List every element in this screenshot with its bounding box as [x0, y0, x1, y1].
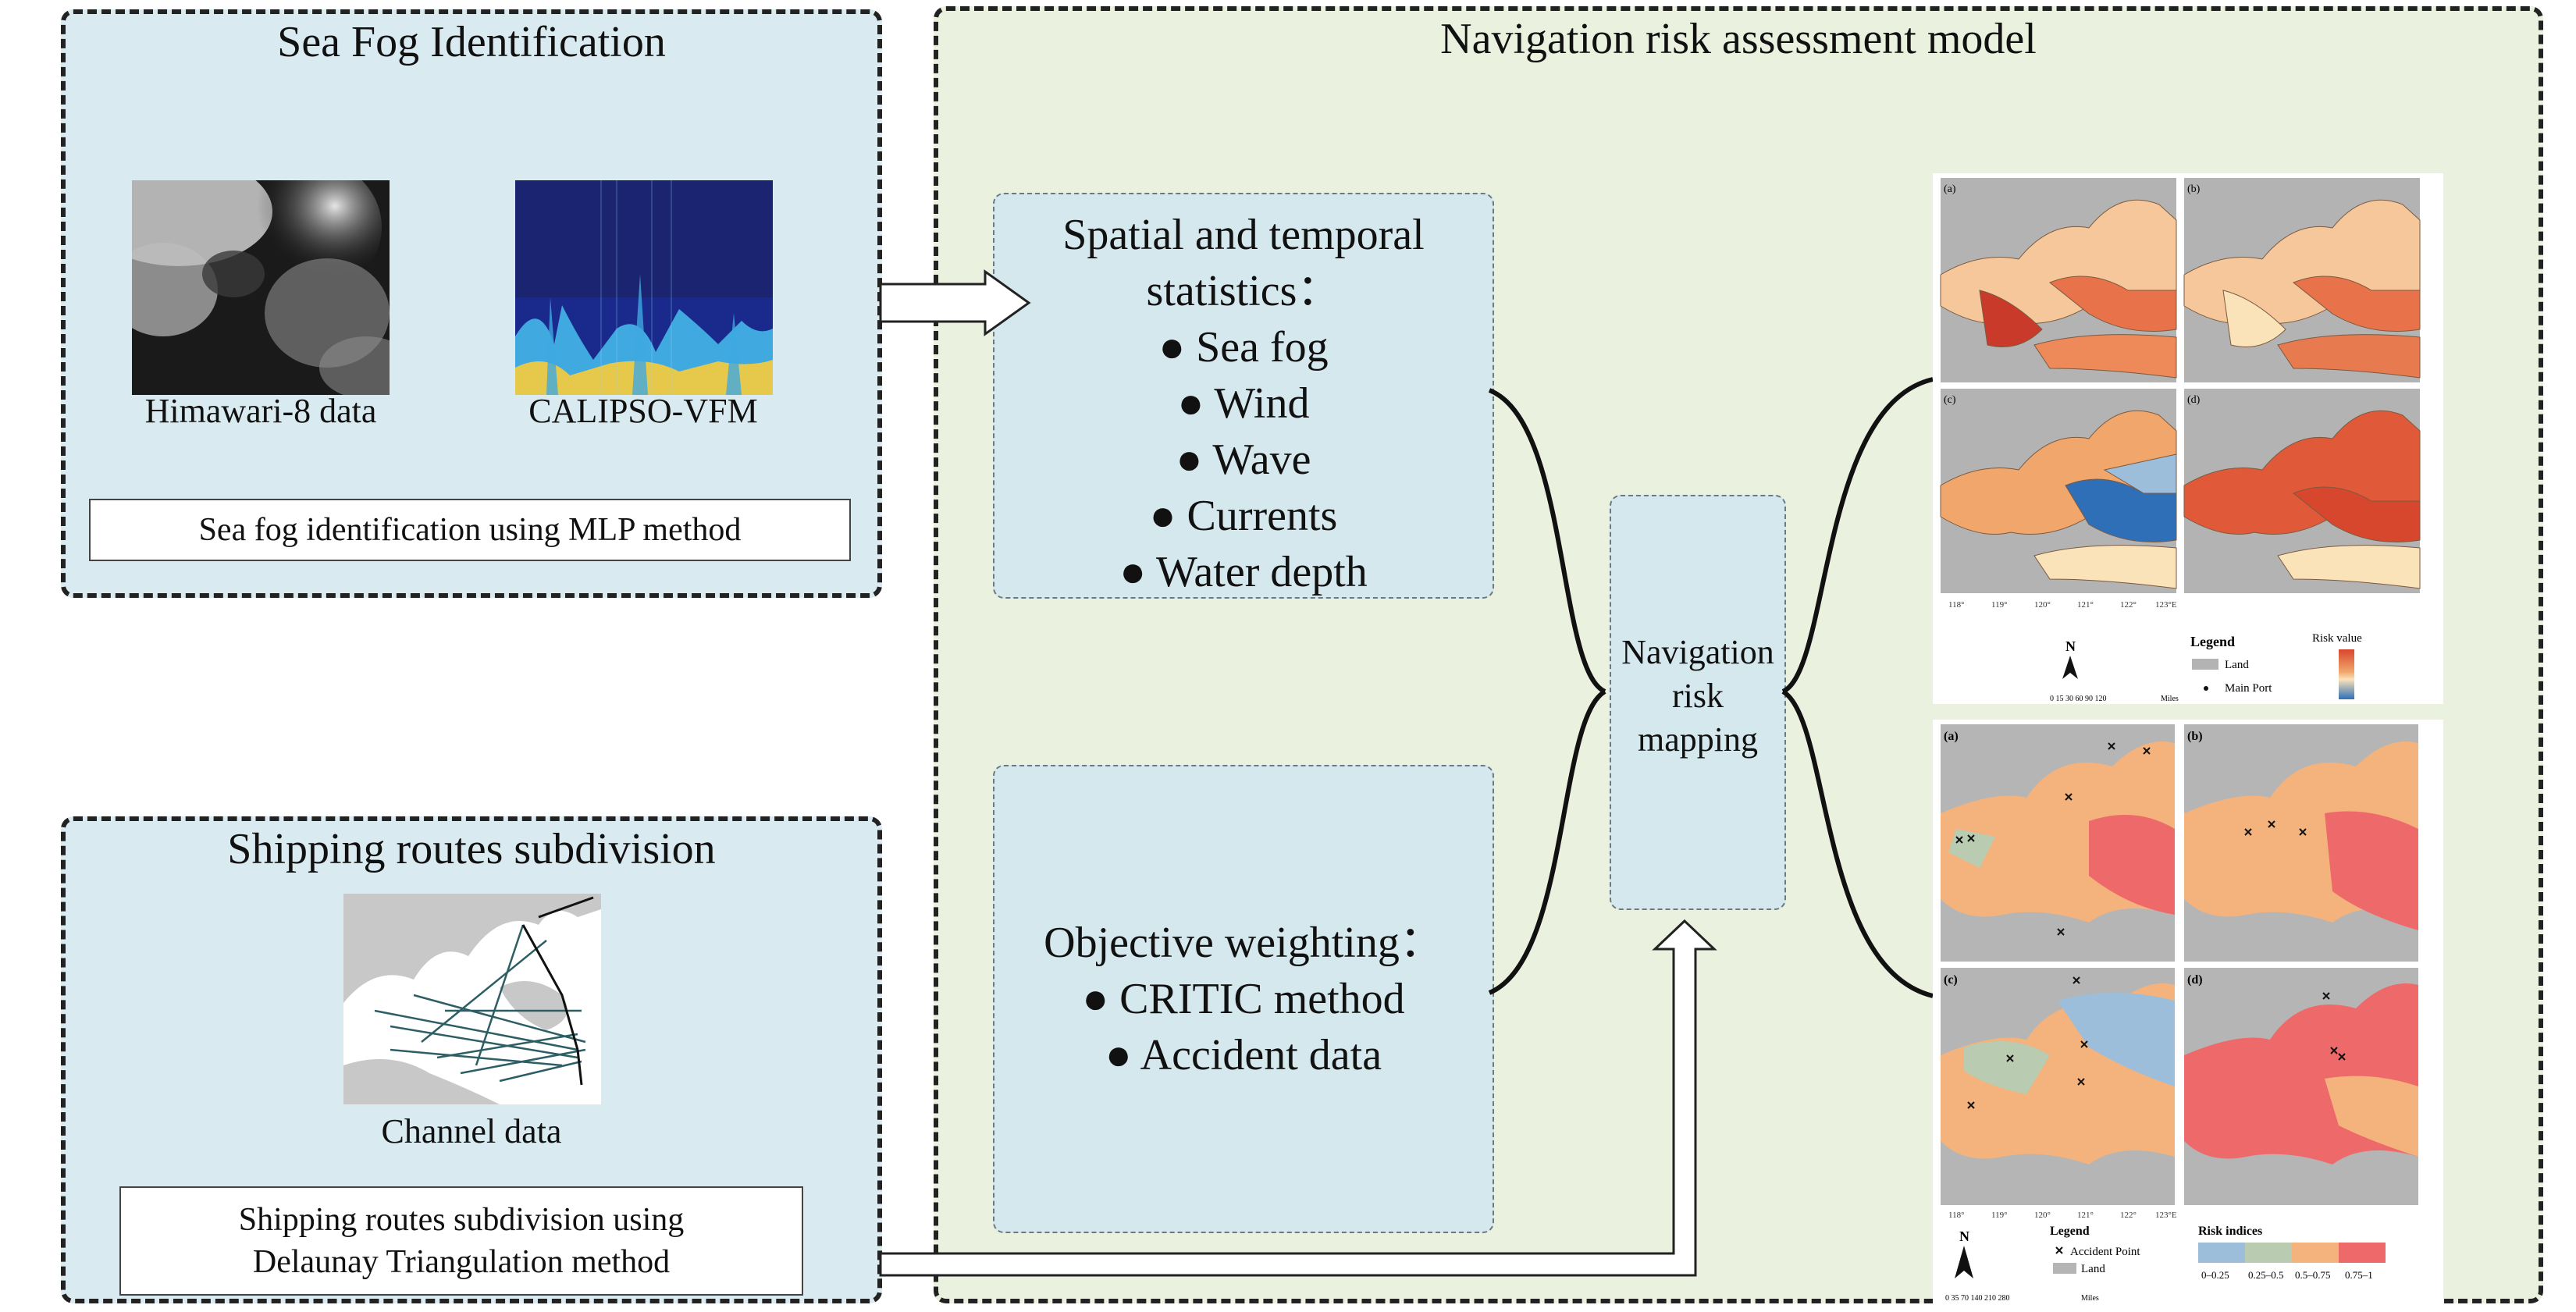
- map-top-d: (d): [2183, 389, 2421, 593]
- svg-text:0.5–0.75: 0.5–0.75: [2295, 1269, 2331, 1281]
- curve-mapping-to-bottom-maps: [1781, 689, 1934, 998]
- map-top-label-d: (d): [2187, 394, 2201, 406]
- shipping-panel: Shipping routes subdivision Channel data…: [61, 816, 882, 1303]
- accident-points: [1955, 742, 2346, 1109]
- svg-text:118°: 118°: [1948, 1211, 1965, 1220]
- map-top-label-b: (b): [2187, 183, 2201, 195]
- shipping-method-line1: Shipping routes subdivision using: [238, 1202, 685, 1238]
- svg-text:0–0.25: 0–0.25: [2201, 1269, 2229, 1281]
- svg-text:119°: 119°: [1991, 1211, 2008, 1220]
- channel-map: [343, 894, 601, 1104]
- arrow-shipping-to-mapping: [879, 919, 1717, 1277]
- map-top-legend: N Legend Land Main Port Risk value 0 15 …: [2050, 632, 2362, 703]
- weighting-box: Objective weighting： ● CRITIC method ● A…: [993, 765, 1494, 1233]
- sea-fog-method-box: Sea fog identification using MLP method: [89, 499, 851, 561]
- curve-mapping-to-top-maps: [1781, 377, 1934, 694]
- stats-title-line2: statistics：: [1146, 267, 1341, 315]
- svg-text:0 15 30 60 90: 0 15 30 60 90 120: [2050, 695, 2107, 703]
- svg-text:Legend: Legend: [2050, 1225, 2090, 1238]
- svg-text:Land: Land: [2081, 1263, 2105, 1275]
- svg-text:Land: Land: [2225, 659, 2249, 671]
- arrow-seafog-to-stats: [879, 269, 1031, 336]
- svg-text:0 35 70 140 210: 0 35 70 140 210 280: [1945, 1294, 2010, 1303]
- svg-text:121°: 121°: [2077, 600, 2094, 610]
- svg-text:123°E: 123°E: [2155, 1211, 2177, 1220]
- svg-text:121°: 121°: [2077, 1211, 2094, 1220]
- calipso-image: [515, 180, 773, 395]
- svg-text:118°: 118°: [1948, 600, 1965, 610]
- svg-text:119°: 119°: [1991, 600, 2008, 610]
- svg-text:Miles: Miles: [2081, 1294, 2099, 1303]
- sea-fog-title: Sea Fog Identification: [277, 18, 666, 66]
- svg-text:(c): (c): [1944, 973, 1958, 987]
- svg-text:Legend: Legend: [2190, 634, 2235, 649]
- svg-text:(a): (a): [1944, 730, 1959, 743]
- map-top-a: (a): [1940, 178, 2177, 382]
- shipping-title: Shipping routes subdivision: [227, 825, 716, 873]
- stats-box: Spatial and temporal statistics： ● Sea f…: [993, 193, 1494, 599]
- shipping-method-line2: Delaunay Triangulation method: [252, 1244, 671, 1280]
- svg-text:(b): (b): [2187, 730, 2203, 743]
- stats-item-wind: ● Wind: [1177, 379, 1310, 428]
- himawari-image: [132, 180, 390, 395]
- map-top-label-c: (c): [1944, 394, 1956, 406]
- svg-text:120°: 120°: [2034, 1211, 2051, 1220]
- map-top-label-a: (a): [1944, 183, 1956, 195]
- weighting-item-accident: ● Accident data: [1105, 1031, 1382, 1079]
- svg-text:123°E: 123°E: [2155, 600, 2177, 610]
- svg-text:0.75–1: 0.75–1: [2345, 1269, 2373, 1281]
- risk-mapping-line2: risk: [1672, 677, 1724, 715]
- risk-mapping-box: Navigation risk mapping: [1610, 495, 1786, 910]
- stats-title-line1: Spatial and temporal: [1062, 211, 1425, 259]
- calipso-caption: CALIPSO-VFM: [528, 392, 758, 430]
- svg-text:120°: 120°: [2034, 600, 2051, 610]
- stats-item-sea-fog: ● Sea fog: [1158, 323, 1329, 372]
- map-bottom-c: (c): [1941, 968, 2175, 1205]
- risk-mapping-line1: Navigation: [1621, 633, 1774, 671]
- risk-indices-maps: (a) (b) (c) (d): [1933, 720, 2443, 1308]
- curve-stats-to-mapping: [1488, 388, 1606, 694]
- risk-indices-map-grid: (a) (b) (c) (d): [1941, 724, 2418, 1303]
- himawari-caption: Himawari-8 data: [144, 392, 377, 430]
- risk-value-maps: (a) (b) (c) (d) 118° 119°: [1933, 173, 2443, 704]
- svg-text:Risk indices: Risk indices: [2198, 1225, 2262, 1238]
- stats-item-water-depth: ● Water depth: [1119, 548, 1368, 596]
- map-top-ticks: 118° 119° 120° 121° 122° 123°E: [1948, 600, 2177, 610]
- svg-text:Miles: Miles: [2161, 695, 2179, 703]
- map-bottom-legend: N Legend Accident Point Land Risk indice…: [1945, 1225, 2386, 1303]
- channel-caption: Channel data: [381, 1112, 562, 1150]
- stats-item-wave: ● Wave: [1176, 436, 1311, 484]
- map-top-c: (c): [1940, 389, 2177, 593]
- sea-fog-panel: Sea Fog Identification Himawari-8 data: [61, 9, 882, 598]
- weighting-item-critic: ● CRITIC method: [1082, 975, 1405, 1023]
- svg-text:122°: 122°: [2120, 600, 2137, 610]
- weighting-title: Objective weighting：: [1044, 919, 1443, 967]
- svg-text:N: N: [2065, 638, 2076, 654]
- svg-text:Accident Point: Accident Point: [2070, 1246, 2140, 1258]
- map-bottom-a: (a): [1941, 724, 2175, 962]
- map-top-b: (b): [2183, 178, 2421, 382]
- shipping-method-box: Shipping routes subdivision using Delaun…: [119, 1186, 803, 1296]
- svg-text:N: N: [1959, 1228, 1969, 1244]
- nav-model-title: Navigation risk assessment model: [1440, 15, 2037, 63]
- risk-value-map-grid: (a) (b) (c) (d) 118° 119°: [1940, 178, 2421, 703]
- risk-mapping-line3: mapping: [1638, 720, 1758, 759]
- map-bottom-d: (d): [2184, 968, 2418, 1205]
- svg-text:(d): (d): [2187, 973, 2203, 987]
- curve-weighting-to-mapping: [1488, 689, 1606, 995]
- stats-item-currents: ● Currents: [1149, 492, 1338, 540]
- svg-text:122°: 122°: [2120, 1211, 2137, 1220]
- svg-text:0.25–0.5: 0.25–0.5: [2248, 1269, 2284, 1281]
- svg-text:Main Port: Main Port: [2225, 682, 2272, 695]
- map-bottom-ticks: 118° 119° 120° 121° 122° 123°E: [1948, 1211, 2177, 1220]
- map-bottom-b: (b): [2184, 724, 2418, 962]
- svg-text:Risk value: Risk value: [2312, 632, 2362, 645]
